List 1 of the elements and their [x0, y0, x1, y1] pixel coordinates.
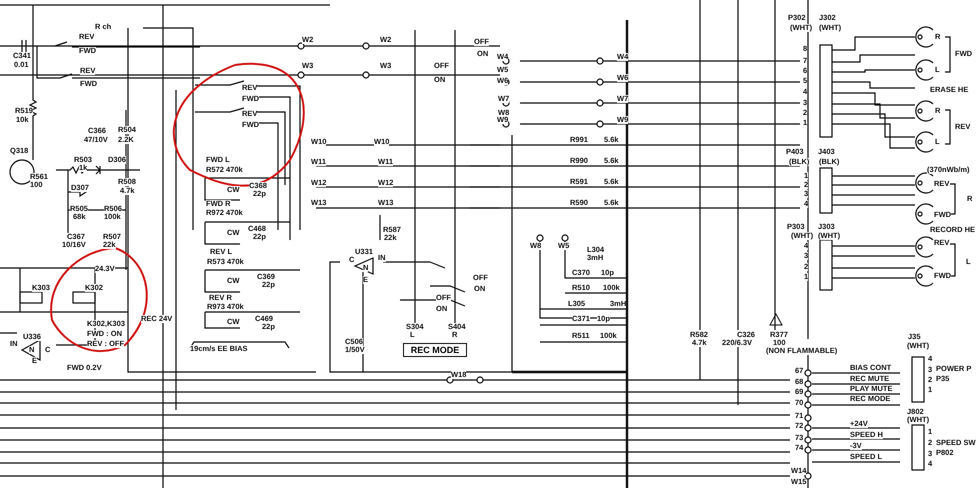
mode-label-box: REC MODE [403, 343, 467, 357]
